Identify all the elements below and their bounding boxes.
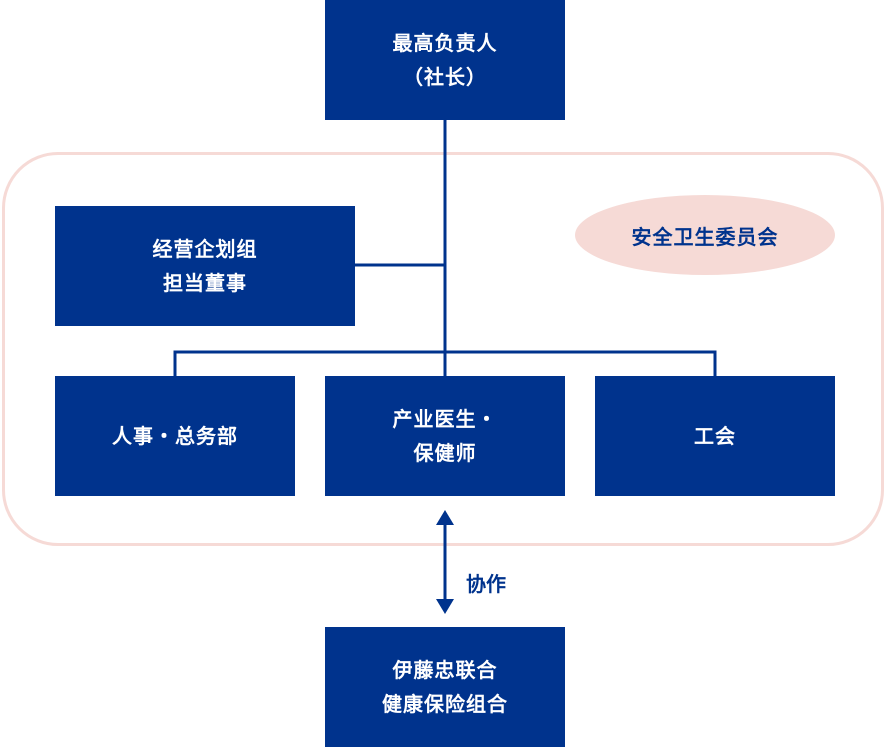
safety-committee-label: 安全卫生委员会	[631, 224, 779, 249]
health-insurance-box: 伊藤忠联合 健康保险组合	[325, 627, 565, 747]
hr-general-affairs-label: 人事・总务部	[112, 424, 238, 448]
department-branch-line	[173, 350, 717, 376]
occupational-health-box: 产业医生・ 保健师	[325, 376, 565, 496]
health-insurance-line1: 伊藤忠联合	[392, 658, 498, 682]
collaboration-label: 协作	[466, 572, 506, 596]
top-manager-box: 最高负责人 （社长）	[325, 0, 565, 120]
arrow-down-icon	[436, 599, 454, 614]
safety-committee-badge: 安全卫生委员会	[575, 195, 835, 275]
safety-committee-region	[2, 152, 884, 546]
arrow-up-icon	[436, 510, 454, 525]
occupational-health-line1: 产业医生・	[392, 407, 498, 431]
top-manager-title: 最高负责人	[392, 31, 498, 55]
strategy-director-box: 经营企划组 担当董事	[55, 206, 355, 326]
top-manager-subtitle: （社长）	[403, 65, 487, 89]
health-insurance-line2: 健康保险组合	[382, 692, 508, 716]
labor-union-label: 工会	[694, 424, 736, 448]
strategy-director-line2: 担当董事	[163, 271, 247, 295]
strategy-director-line1: 经营企划组	[152, 237, 258, 261]
labor-union-box: 工会	[595, 376, 835, 496]
hr-general-affairs-box: 人事・总务部	[55, 376, 295, 496]
occupational-health-line2: 保健师	[413, 441, 477, 465]
